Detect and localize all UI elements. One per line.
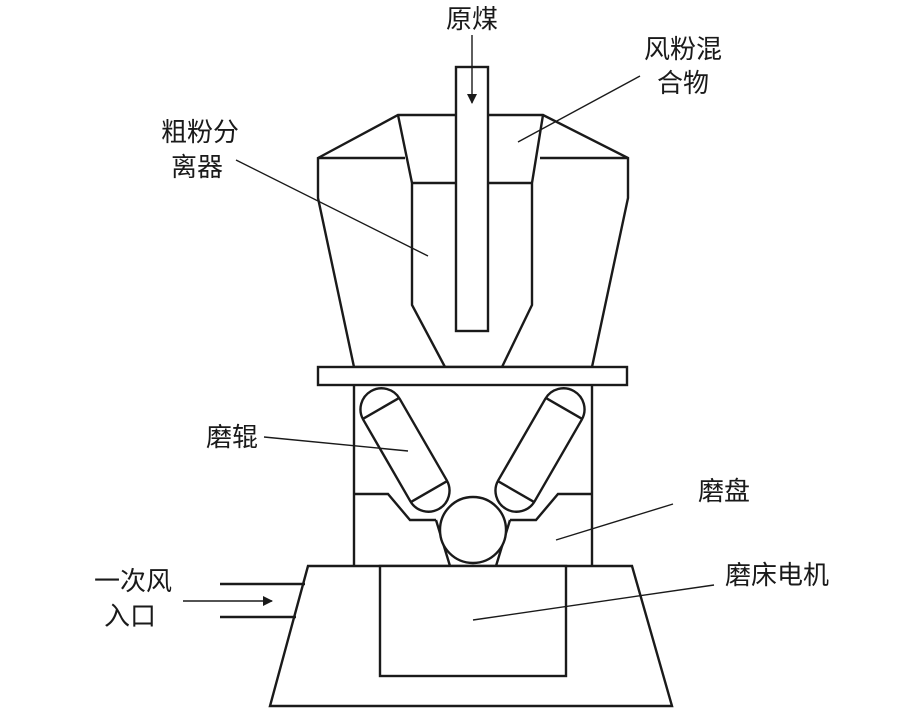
leader-separator bbox=[235, 159, 429, 257]
leader-grinding-table bbox=[555, 503, 674, 541]
leader-air-powder bbox=[517, 75, 641, 143]
grinding-ball bbox=[438, 495, 508, 565]
separator-housing bbox=[316, 113, 630, 369]
label-raw-coal: 原煤 bbox=[446, 5, 498, 35]
motor-housing bbox=[378, 564, 568, 678]
primary-air-duct bbox=[220, 582, 305, 619]
leader-motor bbox=[472, 584, 715, 621]
label-primary-air-line2: 入口 bbox=[104, 602, 156, 632]
right-grinding-roller bbox=[494, 387, 586, 513]
leader-roller bbox=[263, 436, 409, 452]
label-separator-line1: 粗粉分 bbox=[161, 118, 239, 148]
label-primary-air-line1: 一次风 bbox=[94, 567, 172, 597]
label-grinding-table: 磨盘 bbox=[698, 477, 750, 507]
coal-feed-pipe bbox=[454, 65, 490, 333]
label-separator-line2: 离器 bbox=[171, 153, 223, 183]
left-grinding-roller bbox=[359, 387, 451, 513]
label-air-powder-line2: 合物 bbox=[657, 69, 709, 99]
flange-plate bbox=[316, 365, 629, 387]
label-air-powder-line1: 风粉混 bbox=[644, 35, 722, 65]
label-motor: 磨床电机 bbox=[725, 561, 829, 591]
label-roller: 磨辊 bbox=[206, 423, 258, 453]
